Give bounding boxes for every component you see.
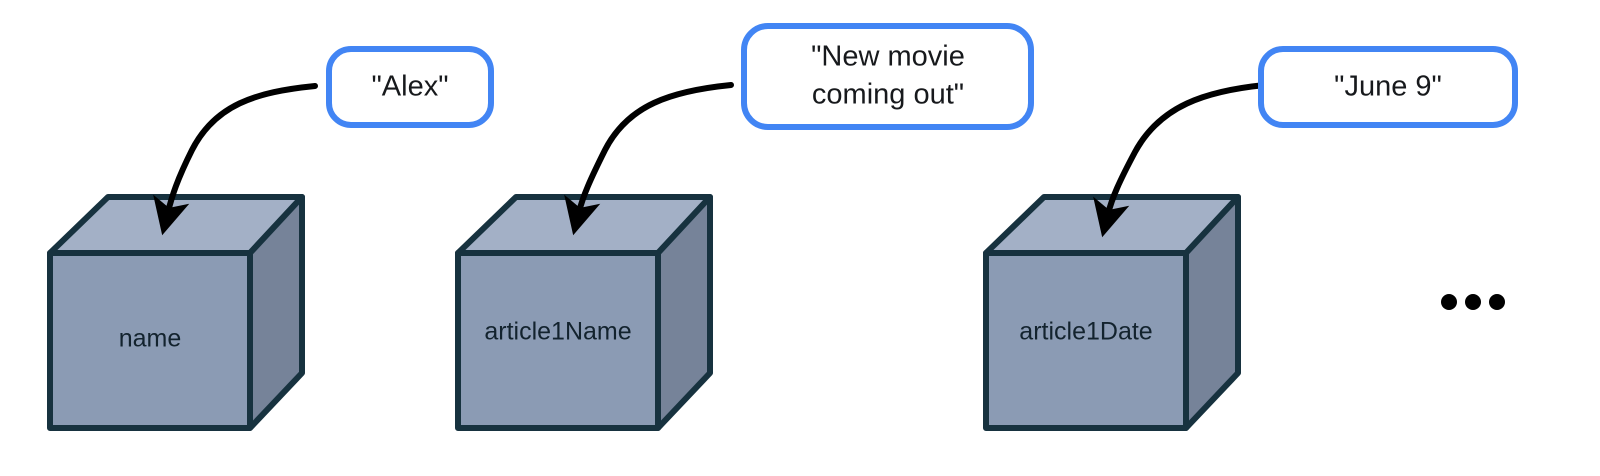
cube-article1date[interactable]: article1Date (983, 194, 1241, 431)
cube-article1name[interactable]: article1Name (455, 194, 713, 431)
bubble-new-movie[interactable]: "New movie coming out" (741, 23, 1034, 130)
bubble-june-9[interactable]: "June 9" (1258, 46, 1518, 128)
bubble-alex-line-1: "Alex" (371, 71, 448, 103)
bubble-june-9-line-1: "June 9" (1334, 71, 1442, 103)
arrow-alex-to-name (153, 83, 318, 236)
more-indicator (1441, 294, 1505, 310)
cube-article1date-label: article1Date (1019, 318, 1152, 346)
bubble-new-movie-line-2: coming out" (812, 79, 964, 111)
bubble-new-movie-line-1: "New movie (811, 41, 965, 73)
cube-front-face (455, 250, 661, 431)
bubble-background (326, 46, 494, 128)
cube-front-face (47, 250, 253, 431)
bubble-background (741, 23, 1034, 130)
ellipsis-dot-2 (1465, 294, 1481, 310)
cube-article1name-label: article1Name (484, 318, 631, 346)
arrow-movie-to-article1name (564, 82, 734, 236)
ellipsis-dot-3 (1489, 294, 1505, 310)
cube-name-label: name (119, 325, 182, 353)
arrow-june-to-article1date (1093, 82, 1268, 238)
bubble-alex[interactable]: "Alex" (326, 46, 494, 128)
cube-front-face (983, 250, 1189, 431)
cube-name[interactable]: name (47, 194, 305, 431)
ellipsis-dot-1 (1441, 294, 1457, 310)
bubble-background (1258, 46, 1518, 128)
